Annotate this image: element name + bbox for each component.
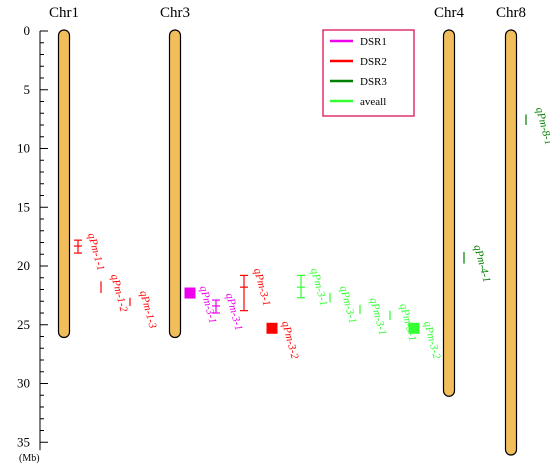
tick-label: 10 (17, 141, 30, 156)
qtl-label: qPm-4-1 (471, 244, 493, 284)
chromosome-bar-chr3 (168, 29, 182, 339)
legend-label-dsr3: DSR3 (360, 76, 387, 88)
qtl-label: qPm-3-1 (251, 267, 273, 307)
qtl-label: qPm-3-1 (397, 302, 419, 342)
qtl-peak-box (408, 322, 420, 334)
chromosome-title-chr4: Chr4 (434, 5, 465, 21)
axis-unit-label: (Mb) (19, 453, 40, 464)
tick-label: 25 (17, 317, 30, 332)
tick-label: 20 (17, 258, 30, 273)
chromosome-title-chr3: Chr3 (160, 5, 190, 21)
tick-label: 35 (17, 434, 30, 449)
tick-label: 0 (24, 23, 31, 38)
qtl-peak-box (184, 287, 196, 299)
qtl-label: qPm-3-2 (279, 320, 301, 361)
qtl-label: qPm-3-1 (223, 292, 245, 332)
qtl-label: qPm-3-1 (367, 296, 389, 336)
chromosome-bar-chr8 (504, 29, 518, 456)
tick-label: 5 (24, 82, 31, 97)
chromosome-bar-chr4 (442, 29, 456, 397)
scale-axis: 0 5 10 15 20 25 30 35 (Mb) (17, 23, 48, 464)
chromosome-bar-chr1 (57, 29, 71, 339)
legend-label-dsr1: DSR1 (360, 36, 387, 48)
qtl-label: qPm-1-1 (85, 232, 107, 272)
tick-label: 30 (17, 376, 30, 391)
qtl-label: qPm-8-1 (533, 106, 550, 146)
legend-label-aveall: aveall (360, 96, 386, 108)
qtl-label: qPm-3-1 (337, 285, 359, 325)
qtl-label: qPm-1-2 (108, 273, 130, 314)
qtl-label: qPm-3-1 (308, 267, 330, 307)
chromosome-title-chr8: Chr8 (496, 5, 526, 21)
legend-label-dsr2: DSR2 (360, 56, 387, 68)
qtl-label: qPm-1-3 (137, 289, 159, 330)
tick-label: 15 (17, 199, 30, 214)
chromosomes: Chr1 Chr3 Chr4 Chr8 (49, 5, 526, 456)
qtl-peak-box (266, 322, 278, 334)
chromosome-title-chr1: Chr1 (49, 5, 79, 21)
qtl-label: qPm-3-2 (421, 320, 443, 361)
